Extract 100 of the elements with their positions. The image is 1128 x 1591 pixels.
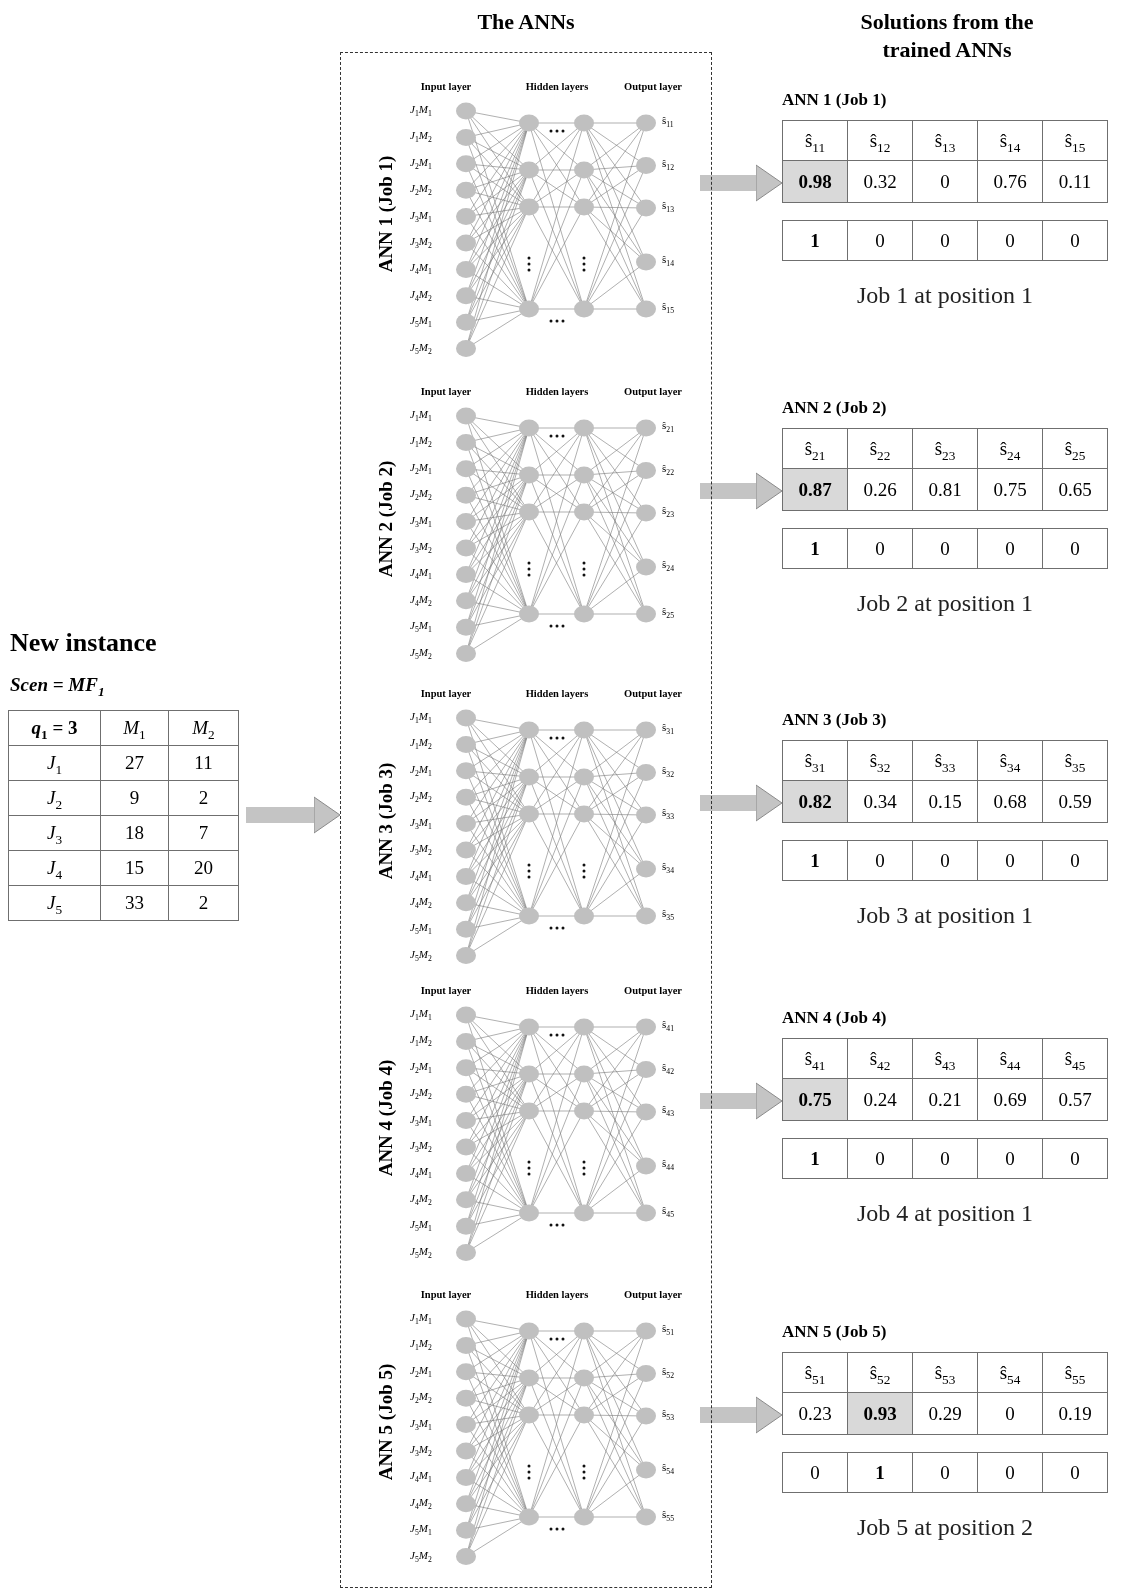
table-cell: 0.93: [847, 1392, 913, 1435]
layer-heading: Output layer: [624, 985, 682, 996]
table-heading: ANN 4 (Job 4): [782, 1008, 887, 1028]
layer-heading: Input layer: [420, 688, 472, 699]
output-label: ŝ$_{24}$: [662, 558, 674, 574]
table-cell: q$_{1}$ = 3: [8, 710, 101, 746]
input-label: J$_{3}$M$_{2}$: [410, 1139, 432, 1155]
table-heading: ANN 2 (Job 2): [782, 398, 887, 418]
table-cell: 0.82: [782, 780, 848, 823]
table-cell: ŝ$_{21}$: [782, 428, 848, 469]
output-label: ŝ$_{21}$: [662, 419, 674, 435]
table-cell: ŝ$_{51}$: [782, 1352, 848, 1393]
input-label: J$_{3}$M$_{2}$: [410, 235, 432, 251]
input-label: J$_{4}$M$_{2}$: [410, 592, 432, 608]
table-cell: 0: [1042, 1138, 1108, 1179]
table-cell: 0.11: [1042, 160, 1108, 203]
input-label: J$_{1}$M$_{1}$: [410, 103, 432, 119]
table-cell: 0.98: [782, 160, 848, 203]
table-cell: 0.57: [1042, 1078, 1108, 1121]
input-label: J$_{3}$M$_{1}$: [410, 513, 432, 529]
input-label: J$_{1}$M$_{2}$: [410, 129, 432, 145]
table-cell: 0.23: [782, 1392, 848, 1435]
table-heading: ANN 3 (Job 3): [782, 710, 887, 730]
input-label: J$_{5}$M$_{1}$: [410, 1218, 432, 1234]
table-cell: 0: [977, 1452, 1043, 1493]
table-cell: 1: [782, 1138, 848, 1179]
input-label: J$_{5}$M$_{1}$: [410, 1522, 432, 1538]
vertical-panel-title: ANN 2 (Job 2): [375, 460, 397, 578]
input-label: J$_{4}$M$_{2}$: [410, 287, 432, 303]
column-heading: Solutions from the trained ANNs: [859, 8, 1035, 63]
input-label: J$_{3}$M$_{2}$: [410, 540, 432, 556]
input-label: J$_{4}$M$_{2}$: [410, 894, 432, 910]
output-label: ŝ$_{15}$: [662, 300, 674, 316]
table-cell: 0.59: [1042, 780, 1108, 823]
table-cell: 2: [168, 885, 239, 921]
input-label: J$_{3}$M$_{2}$: [410, 842, 432, 858]
table-heading: ANN 1 (Job 1): [782, 90, 887, 110]
output-label: ŝ$_{55}$: [662, 1508, 674, 1524]
table-cell: J$_{5}$: [8, 885, 101, 921]
input-label: J$_{1}$M$_{2}$: [410, 1337, 432, 1353]
table-cell: 0: [847, 840, 913, 881]
block-arrow: [700, 472, 783, 510]
input-label: J$_{5}$M$_{2}$: [410, 947, 432, 963]
table-heading: ANN 5 (Job 5): [782, 1322, 887, 1342]
output-label: ŝ$_{23}$: [662, 504, 674, 520]
output-label: ŝ$_{43}$: [662, 1103, 674, 1119]
table-cell: 0: [977, 220, 1043, 261]
output-label: ŝ$_{11}$: [662, 114, 674, 130]
table-cell: ŝ$_{41}$: [782, 1038, 848, 1079]
table-cell: ŝ$_{45}$: [1042, 1038, 1108, 1079]
input-label: J$_{3}$M$_{1}$: [410, 815, 432, 831]
layer-heading: Output layer: [624, 81, 682, 92]
table-cell: 0: [912, 840, 978, 881]
input-label: J$_{1}$M$_{1}$: [410, 408, 432, 424]
table-cell: 1: [782, 220, 848, 261]
output-label: ŝ$_{12}$: [662, 156, 674, 172]
table-cell: 0: [847, 1138, 913, 1179]
input-label: J$_{2}$M$_{1}$: [410, 1363, 432, 1379]
output-label: ŝ$_{51}$: [662, 1322, 674, 1338]
result-caption: Job 3 at position 1: [857, 902, 1033, 929]
layer-heading: Output layer: [624, 688, 682, 699]
output-label: ŝ$_{45}$: [662, 1204, 674, 1220]
table-cell: 0: [1042, 1452, 1108, 1493]
layer-heading: Output layer: [624, 1289, 682, 1300]
table-cell: 0.87: [782, 468, 848, 511]
column-heading: The ANNs: [476, 9, 576, 35]
layer-heading: Hidden layers: [525, 985, 589, 996]
input-label: J$_{2}$M$_{2}$: [410, 487, 432, 503]
layer-heading: Input layer: [420, 1289, 472, 1300]
table-cell: 0.65: [1042, 468, 1108, 511]
input-label: J$_{2}$M$_{1}$: [410, 460, 432, 476]
output-label: ŝ$_{14}$: [662, 253, 674, 269]
layer-heading: Input layer: [420, 386, 472, 397]
input-label: J$_{1}$M$_{1}$: [410, 710, 432, 726]
layer-heading: Hidden layers: [525, 386, 589, 397]
output-label: ŝ$_{35}$: [662, 907, 674, 923]
input-label: J$_{2}$M$_{1}$: [410, 762, 432, 778]
input-label: J$_{5}$M$_{2}$: [410, 1548, 432, 1564]
table-cell: ŝ$_{31}$: [782, 740, 848, 781]
input-label: J$_{1}$M$_{2}$: [410, 434, 432, 450]
input-label: J$_{4}$M$_{1}$: [410, 868, 432, 884]
input-label: J$_{2}$M$_{2}$: [410, 1086, 432, 1102]
result-caption: Job 5 at position 2: [857, 1514, 1033, 1541]
input-label: J$_{3}$M$_{1}$: [410, 208, 432, 224]
block-arrow: [700, 784, 783, 822]
output-label: ŝ$_{22}$: [662, 461, 674, 477]
input-label: J$_{3}$M$_{1}$: [410, 1112, 432, 1128]
output-label: ŝ$_{52}$: [662, 1364, 674, 1380]
output-label: ŝ$_{32}$: [662, 763, 674, 779]
output-label: ŝ$_{25}$: [662, 605, 674, 621]
vertical-panel-title: ANN 1 (Job 1): [375, 155, 397, 273]
input-label: J$_{2}$M$_{2}$: [410, 182, 432, 198]
input-label: J$_{1}$M$_{2}$: [410, 736, 432, 752]
input-label: J$_{5}$M$_{1}$: [410, 619, 432, 635]
table-cell: 0.75: [782, 1078, 848, 1121]
scenario-label: Scen = MF$_{1}$: [10, 674, 105, 700]
block-arrow: [700, 164, 783, 202]
table-cell: 0: [977, 1138, 1043, 1179]
layer-heading: Hidden layers: [525, 1289, 589, 1300]
table-cell: 0: [912, 528, 978, 569]
